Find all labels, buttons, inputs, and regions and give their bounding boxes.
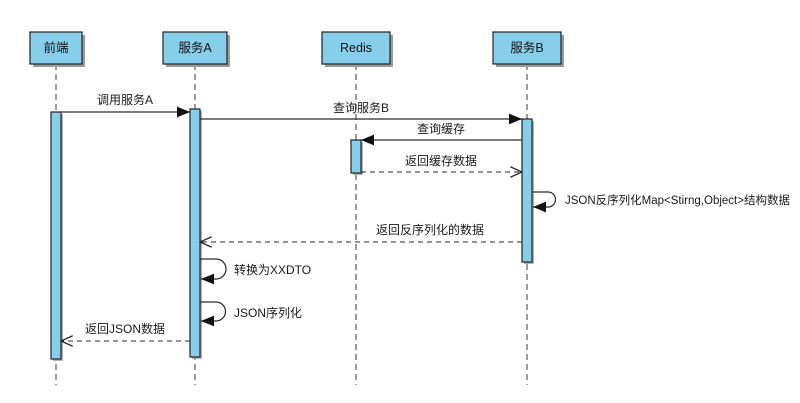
message-selfloop-convert-xxdto (200, 258, 227, 285)
message-label-call-service-a: 调用服务A (97, 92, 153, 107)
activation-frontend (50, 111, 62, 360)
participant-label-service-b: 服务B (510, 40, 543, 55)
message-label-return-json-data: 返回JSON数据 (85, 321, 165, 336)
participant-box-service-a (162, 31, 228, 65)
participant-label-service-a: 服务A (178, 40, 212, 55)
participant-redis: Redis (321, 31, 393, 67)
message-selfloop-json-serialize (200, 301, 227, 327)
participant-label-frontend: 前端 (43, 40, 68, 55)
message-label-json-deserialize: JSON反序列化Map<Stirng,Object>结构数据 (565, 193, 790, 207)
participant-service-b: 服务B (492, 31, 564, 67)
participant-box-redis (321, 31, 391, 65)
activation-service-b (521, 118, 533, 263)
message-label-convert-xxdto: 转换为XXDTO (234, 262, 311, 277)
message-selfloop-json-deserialize (532, 191, 557, 213)
participant-box-frontend (29, 31, 83, 65)
participant-box-service-b (492, 31, 562, 65)
message-label-json-serialize: JSON序列化 (234, 305, 302, 320)
participant-frontend: 前端 (29, 31, 85, 67)
message-label-query-service-b: 查询服务B (333, 100, 389, 115)
message-label-query-cache: 查询缓存 (417, 122, 465, 136)
activation-redis (350, 139, 362, 174)
participant-label-redis: Redis (340, 41, 372, 55)
message-label-return-deserialized-data: 返回反序列化的数据 (376, 222, 484, 237)
message-label-return-cache-data: 返回缓存数据 (405, 153, 477, 168)
participant-service-a: 服务A (162, 31, 230, 67)
activation-service-a (189, 108, 201, 358)
